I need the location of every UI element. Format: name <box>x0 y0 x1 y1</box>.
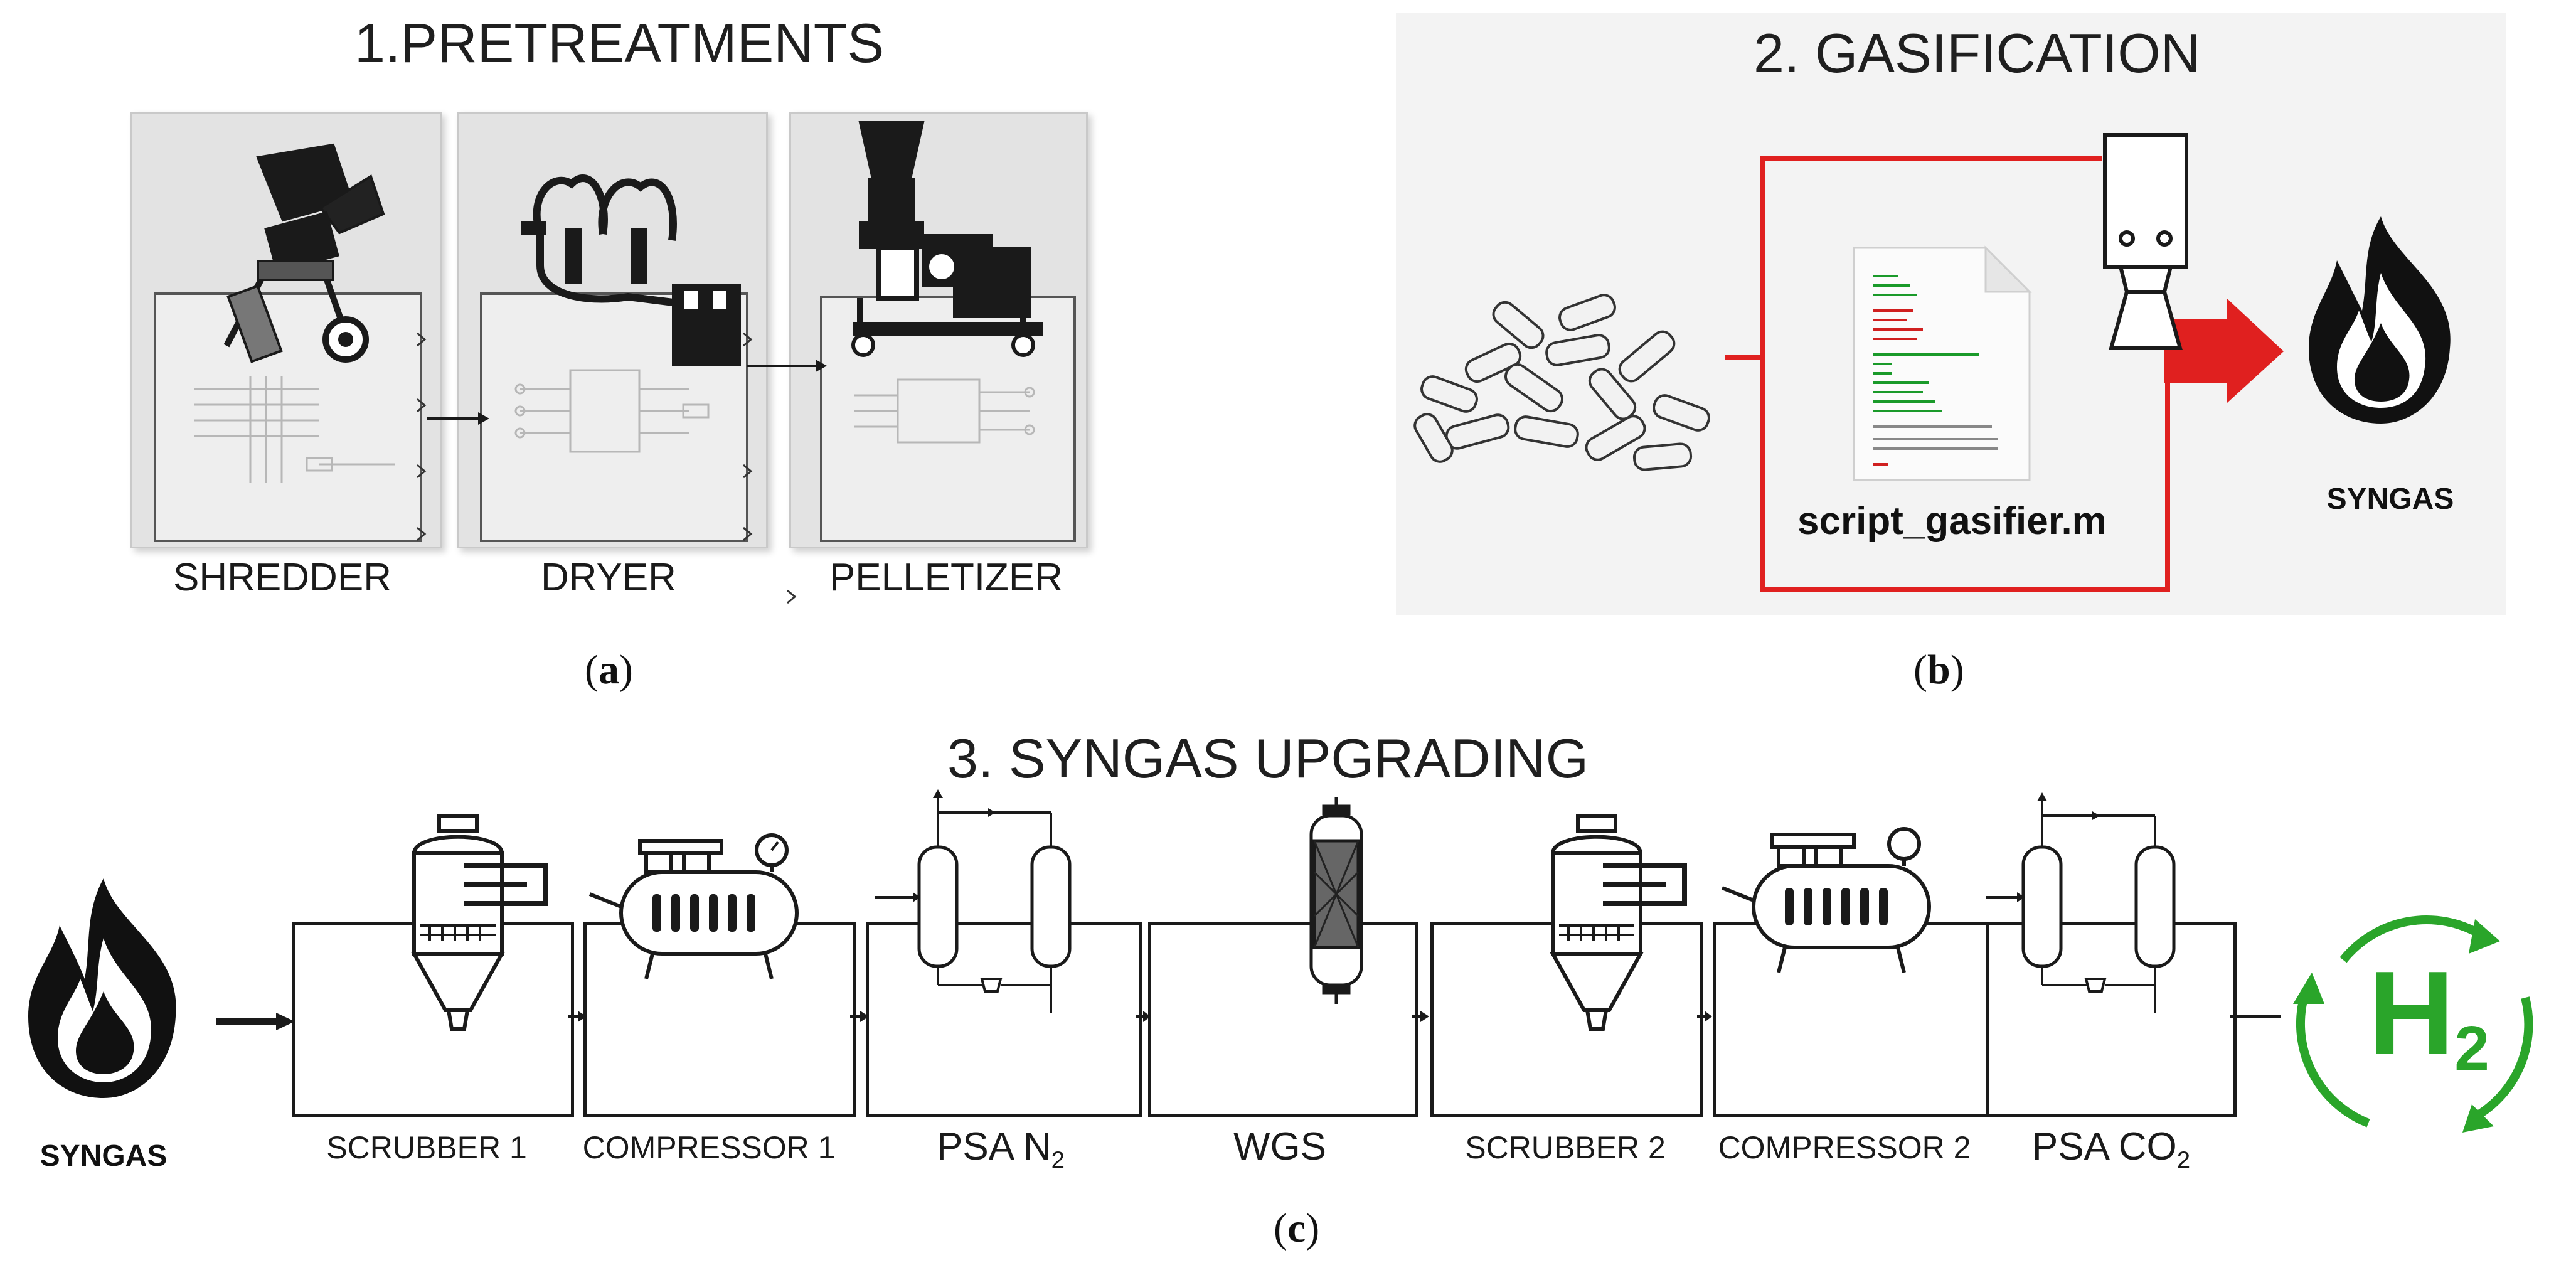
psa-n2-block <box>866 922 1142 1117</box>
script-document-icon <box>1853 245 2032 481</box>
scrubber1-label: SCRUBBER 1 <box>326 1130 527 1165</box>
wgs-reactor-icon <box>1309 797 1363 1004</box>
wood-pellets-icon <box>1413 294 1710 471</box>
psa-co2-icon <box>1986 792 2176 1013</box>
scrubber1-icon <box>410 814 548 1031</box>
dryer-label: DRYER <box>541 556 676 599</box>
syngas-output-label: SYNGAS <box>2326 483 2454 516</box>
gasifier-loop-line <box>1725 156 2284 592</box>
scrubber2-label: SCRUBBER 2 <box>1465 1130 1666 1165</box>
panel-a-caption: (a) <box>585 647 633 693</box>
arrow-3 <box>1136 1011 1151 1022</box>
panel-b-title: 2. GASIFICATION <box>1754 22 2201 84</box>
hydrogen-cycle-icon <box>2293 915 2533 1133</box>
arrow-2 <box>850 1011 869 1022</box>
compressor2-block <box>1713 922 1989 1117</box>
pelletizer-wiring-diagram <box>854 378 1035 444</box>
arrow-1 <box>568 1011 587 1022</box>
panel-c-title: 3. SYNGAS UPGRADING <box>947 727 1589 789</box>
compressor1-icon <box>588 833 799 979</box>
shredder-machine-icon <box>223 143 385 363</box>
syngas-input-flame-icon <box>28 878 176 1098</box>
psa-co2-label: PSA CO2 <box>2031 1125 2191 1174</box>
shredder-subsystem <box>154 292 422 542</box>
panel-a-title: 1.PRETREATMENTS <box>354 12 885 74</box>
psa-n2-icon <box>875 789 1072 1013</box>
pelletizer-machine-icon <box>851 121 1043 357</box>
dryer-wiring-diagram <box>514 369 710 453</box>
wgs-block <box>1148 922 1418 1117</box>
shredder-label: SHREDDER <box>173 556 391 599</box>
syngas-input-label: SYNGAS <box>40 1139 168 1173</box>
pelletizer-label: PELLETIZER <box>829 556 1063 599</box>
script-filename: script_gasifier.m <box>1797 499 2107 543</box>
shredder-wiring-diagram <box>194 376 395 483</box>
arrow-4 <box>1412 1011 1429 1022</box>
syngas-to-scrubber1-arrow <box>216 1013 295 1030</box>
shredder-ports <box>417 332 427 541</box>
arrow-6 <box>1983 1007 1995 1026</box>
psa-n2-label: PSA N2 <box>936 1125 1065 1174</box>
panel-b-caption: (b) <box>1913 647 1964 693</box>
compressor1-label: COMPRESSOR 1 <box>582 1130 836 1165</box>
shredder-to-dryer-arrow <box>427 412 489 425</box>
pelletizer-block <box>787 112 1088 604</box>
gasifier-reactor-icon <box>2103 133 2188 350</box>
compressor2-label: COMPRESSOR 2 <box>1718 1130 1971 1165</box>
pelletizer-ports <box>787 589 797 604</box>
wgs-label: WGS <box>1233 1125 1327 1168</box>
output-line <box>2230 1015 2281 1018</box>
dryer-to-pelletizer-arrow <box>747 360 827 372</box>
syngas-flame-icon <box>2309 216 2451 424</box>
shredder-block <box>130 112 442 548</box>
compressor2-icon <box>1721 827 1931 973</box>
dryer-block <box>457 112 768 548</box>
panel-c-caption: (c) <box>1274 1205 1320 1251</box>
scrubber2-icon <box>1549 814 1687 1031</box>
hydrogen-label: H2 <box>2368 947 2489 1084</box>
dryer-machine-icon <box>521 174 741 366</box>
dryer-ports <box>743 332 753 541</box>
arrow-5 <box>1697 1011 1712 1022</box>
